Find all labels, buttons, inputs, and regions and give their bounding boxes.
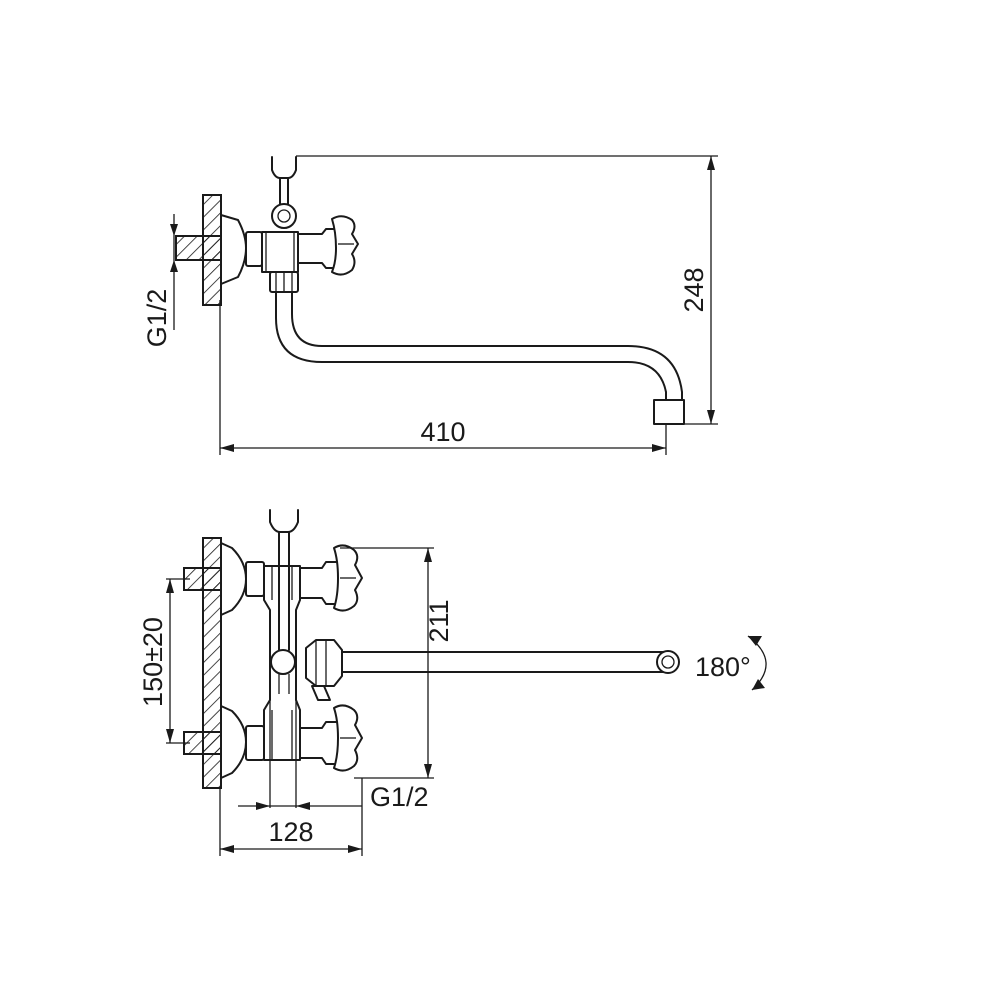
dim-height-front-label: 211: [424, 599, 454, 642]
shower-holder-front: [269, 509, 299, 533]
dim-centers-label: 150±20: [138, 617, 168, 707]
nut-upper: [245, 561, 265, 597]
nut-top: [245, 231, 263, 267]
escutcheon-top: [220, 214, 247, 285]
dim-rotation-label: 180°: [695, 652, 751, 682]
diverter-knob-front: [270, 649, 296, 675]
inlet-upper: [183, 567, 227, 591]
front-view: 180° 211 150±20 G1/2 128: [138, 509, 767, 856]
inlet-stub-top: [175, 235, 227, 261]
dim-thread-label-front: G1/2: [370, 782, 429, 812]
diverter-knob-top: [271, 203, 297, 229]
dim-thread-label-top: G1/2: [142, 289, 172, 348]
aerator-top: [653, 399, 685, 425]
escutcheon-upper: [220, 542, 247, 616]
spout-tube-top: [275, 291, 667, 401]
inlet-lower: [183, 731, 227, 755]
side-view: 410 248 G1/2: [142, 155, 718, 455]
cross-handle-upper: [299, 544, 363, 612]
spout-tube-front: [341, 651, 677, 673]
dim-length-label: 410: [420, 417, 465, 447]
cross-handle-top: [297, 215, 359, 276]
dim-depth-label: 128: [268, 817, 313, 847]
diverter-lever-front: [305, 639, 343, 701]
shower-holder-top: [271, 156, 297, 179]
spout-end-front: [656, 650, 680, 674]
wall-section-front: [202, 537, 222, 789]
valve-body-top: [261, 231, 299, 273]
nut-lower: [245, 725, 265, 761]
dim-height-label: 248: [679, 267, 709, 312]
cross-handle-lower: [299, 704, 363, 772]
escutcheon-lower: [220, 705, 247, 779]
